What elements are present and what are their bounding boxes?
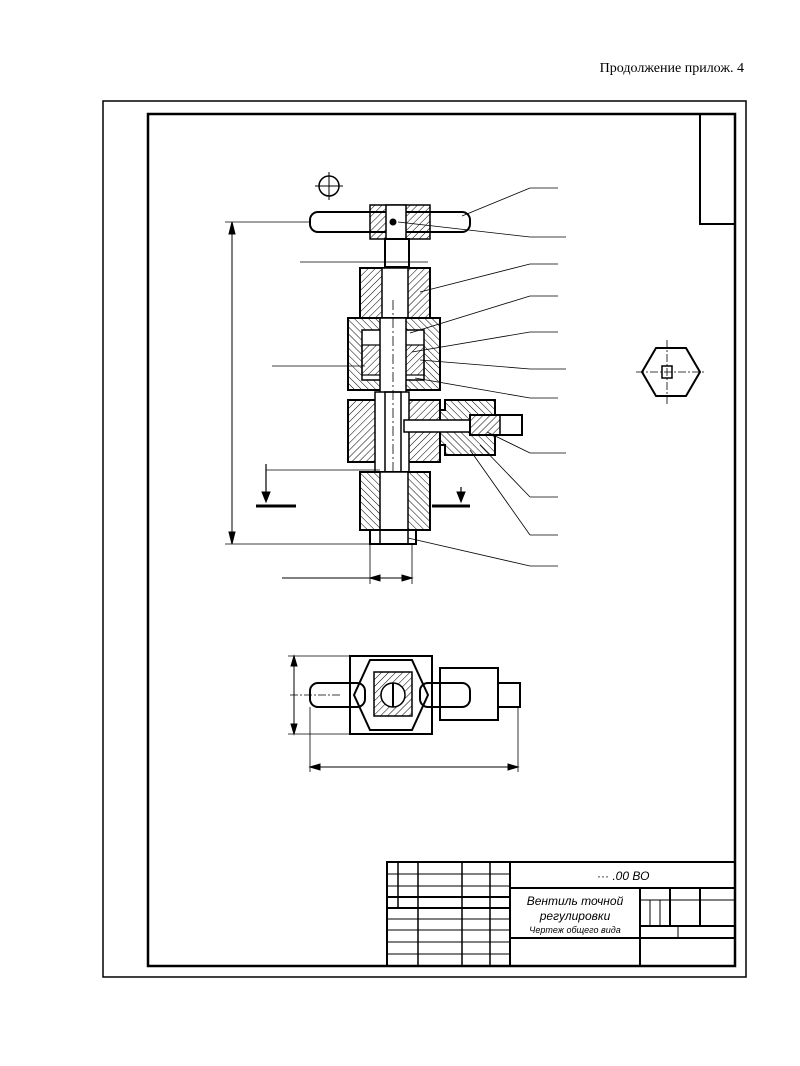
page-header: Продолжение прилож. 4: [599, 61, 744, 76]
inner-frame: [146, 112, 737, 968]
corner-box: [699, 113, 736, 225]
title-line-1: Вентиль точной: [526, 894, 624, 908]
title-line-2: регулировки: [539, 909, 611, 923]
main-section-view: [225, 172, 566, 584]
outer-frame: [102, 100, 747, 978]
document-type: Чертеж общего вида: [529, 925, 621, 935]
title-block-lines: [386, 861, 736, 967]
hexagon-view: [636, 340, 706, 404]
top-view: [288, 654, 521, 772]
document-code: ··· .00 ВО: [597, 869, 650, 883]
